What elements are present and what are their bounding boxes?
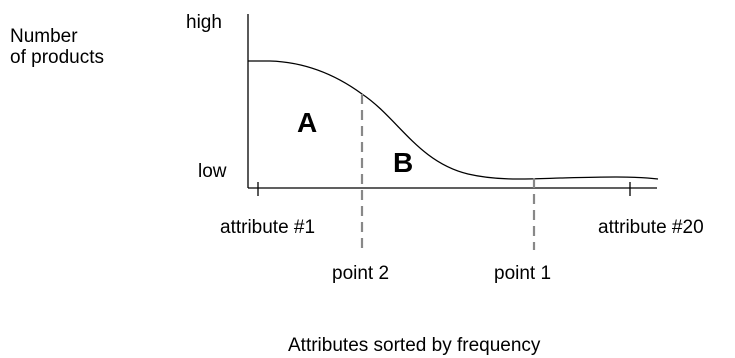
y-axis-title-line1: Number [10, 26, 78, 47]
x-axis-title: Attributes sorted by frequency [288, 335, 541, 356]
frequency-curve [248, 60, 659, 180]
y-axis-low-label: low [198, 161, 227, 182]
x-axis-start-label: attribute #1 [220, 217, 315, 238]
region-b-label: B [393, 147, 413, 178]
y-axis-title-line2: of products [10, 47, 104, 68]
region-a-label: A [297, 107, 317, 138]
point-2-label: point 2 [332, 263, 389, 284]
y-axis-high-label: high [186, 12, 222, 33]
x-axis-end-label: attribute #20 [598, 217, 704, 238]
point-1-label: point 1 [494, 263, 551, 284]
